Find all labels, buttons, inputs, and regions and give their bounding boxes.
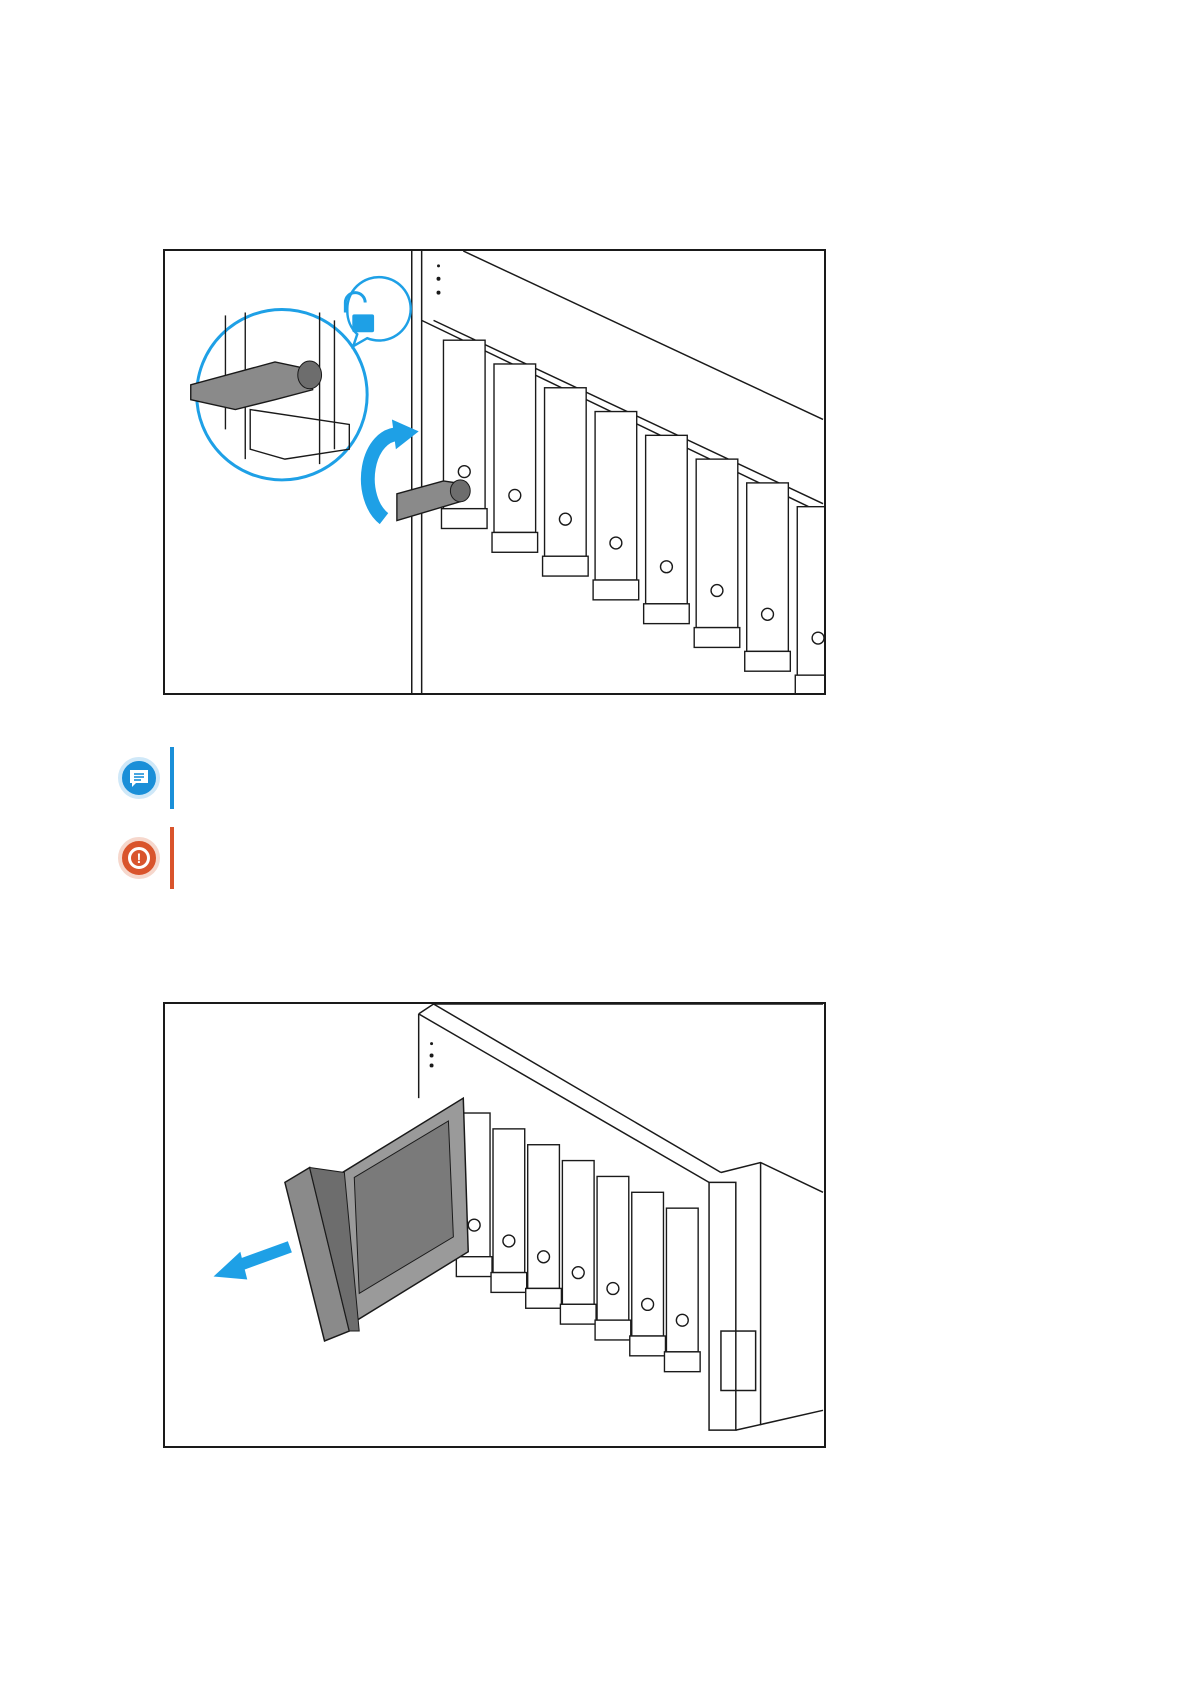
unlock-icon xyxy=(345,277,410,346)
bay-lock xyxy=(610,537,622,549)
bay-latch xyxy=(745,651,791,671)
warning-bar xyxy=(170,827,174,889)
drive-bay xyxy=(494,364,536,532)
drive-bay xyxy=(597,1176,629,1320)
remove-tray-figure xyxy=(163,1002,826,1448)
pull-arrow-icon xyxy=(214,1247,290,1280)
warning-callout: ! xyxy=(118,827,188,889)
drive-bay xyxy=(493,1129,525,1273)
warning-icon: ! xyxy=(118,837,160,879)
bay-latch xyxy=(694,628,740,648)
bay-lock xyxy=(642,1298,654,1310)
bay-lock xyxy=(812,632,824,644)
bay-latch xyxy=(644,604,690,624)
note-icon xyxy=(118,757,160,799)
bay-lock xyxy=(468,1219,480,1231)
bay-latch xyxy=(560,1304,596,1324)
drive-bay xyxy=(595,412,637,580)
bay-lock xyxy=(660,561,672,573)
bay-lock xyxy=(762,608,774,620)
drive-tray-icon xyxy=(285,1098,468,1341)
bay-lock xyxy=(538,1251,550,1263)
bay-lock xyxy=(458,466,470,478)
bay-latch xyxy=(456,1257,492,1277)
drive-bay xyxy=(632,1192,664,1336)
drive-bay xyxy=(696,459,738,627)
bay-lock xyxy=(607,1283,619,1295)
bay-latch xyxy=(492,532,538,552)
bay-lock xyxy=(676,1314,688,1326)
bay-latch xyxy=(593,580,639,600)
drive-bay xyxy=(528,1145,560,1289)
bay-latch xyxy=(664,1352,700,1372)
bay-lock xyxy=(572,1267,584,1279)
bay-lock xyxy=(559,513,571,525)
bay-latch xyxy=(630,1336,666,1356)
unlock-tray-figure xyxy=(163,249,826,695)
bay-lock xyxy=(509,489,521,501)
bay-latch xyxy=(595,1320,631,1340)
bay-latch xyxy=(526,1288,562,1308)
remove-tray-illustration xyxy=(165,1004,824,1446)
drive-bay xyxy=(562,1161,594,1305)
bay-lock xyxy=(503,1235,515,1247)
note-callout xyxy=(118,747,188,809)
bay-latch xyxy=(795,675,824,693)
drive-bay xyxy=(747,483,789,651)
drive-bay xyxy=(646,435,688,603)
drive-bay xyxy=(666,1208,698,1352)
note-bar xyxy=(170,747,174,809)
bay-latch xyxy=(543,556,589,576)
bay-latch xyxy=(491,1273,527,1293)
bay-latch xyxy=(441,509,487,529)
drive-bay xyxy=(545,388,587,556)
drive-bay xyxy=(797,507,824,675)
bay-lock xyxy=(711,585,723,597)
unlock-tray-illustration xyxy=(165,251,824,693)
